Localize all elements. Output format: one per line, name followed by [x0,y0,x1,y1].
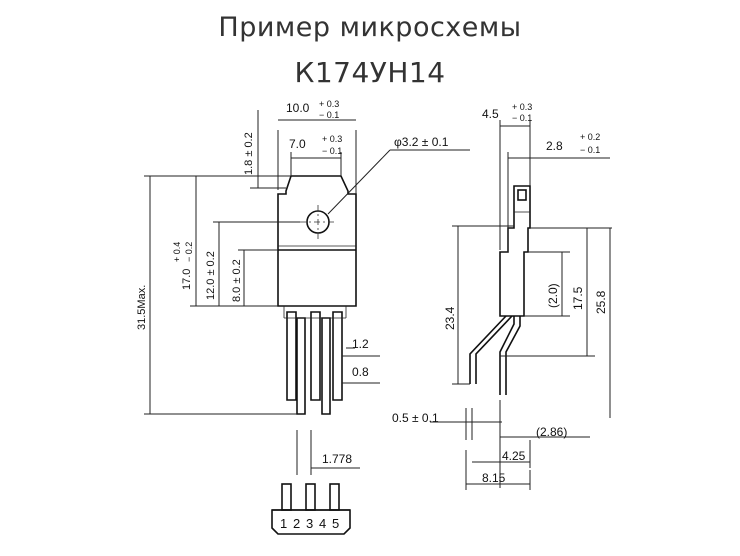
dim-thickness-tol-minus: − 0.1 [512,113,532,123]
dim-width-tab: 7.0 [289,137,306,151]
side-lead-straight [499,316,521,395]
dim-height-body-tol-minus: − 0.2 [184,242,194,262]
title-line-2: К174УН14 [294,56,446,89]
pin-number-2: 2 [293,516,300,531]
title-line-1: Пример микросхемы [218,12,522,43]
dim-pin-pitch: 1.778 [322,452,352,466]
dim-height-max: 31.5Max. [136,285,148,330]
pin-footprint: 1 2 3 4 5 [271,483,351,535]
dim-height-body-tol-plus: + 0.4 [172,242,182,262]
dim-height-tab: 12.0 ± 0.2 [205,251,217,300]
dim-width-tab-tol-minus: − 0.1 [322,146,342,156]
dim-height-mid: 17.5 [571,286,585,310]
dim-tab-thickness-tol-plus: + 0.2 [580,132,600,142]
dim-lead-thickness: 0.5 ± 0.1 [392,411,439,425]
side-body-outline [499,185,531,317]
pin-2 [296,317,306,415]
front-pins [283,306,347,415]
dim-height-lower: 8.0 ± 0.2 [231,259,243,302]
dim-pin-thickness: 0.8 [352,365,369,379]
dim-width-top-tol-plus: + 0.3 [319,99,339,109]
pin-number-1: 1 [280,516,287,531]
dim-hole: φ3.2 ± 0.1 [394,135,449,149]
dim-lead-offset: (2.86) [536,425,567,439]
dim-tab-thickness: 2.8 [546,139,563,153]
dim-top-offset: 1.8 ± 0.2 [243,132,255,175]
dim-thickness-tol-plus: + 0.3 [512,102,532,112]
dim-pin-width: 1.2 [352,337,369,351]
dim-total-depth: 8.15 [482,471,506,485]
dim-width-top: 10.0 [286,101,310,115]
pin-4 [321,317,331,415]
dim-tab-thickness-tol-minus: − 0.1 [580,145,600,155]
dim-gap: (2.0) [546,283,560,308]
pin-3 [310,311,321,401]
side-view: 4.5 + 0.3 − 0.1 2.8 + 0.2 − 0.1 (2.0) 17… [392,102,612,490]
pin-1 [286,311,297,401]
dim-thickness: 4.5 [482,107,499,121]
package-tab-outline [277,175,357,307]
dim-width-tab-tol-plus: + 0.3 [322,134,342,144]
dim-width-top-tol-minus: − 0.1 [319,110,339,120]
pin-5 [332,311,343,401]
pin-number-3: 3 [306,516,313,531]
dim-lead-spread: 4.25 [502,449,526,463]
pin-number-5: 5 [332,516,339,531]
front-view: 10.0 + 0.3 − 0.1 7.0 + 0.3 − 0.1 φ3.2 ± … [136,99,470,535]
side-lead-bent [469,315,513,384]
dim-height-total: 25.8 [594,290,608,314]
dim-height-lead: 23.4 [443,306,457,330]
dim-height-body: 17.0 [181,269,193,290]
side-tab-notch [517,189,527,201]
pin-number-4: 4 [319,516,326,531]
